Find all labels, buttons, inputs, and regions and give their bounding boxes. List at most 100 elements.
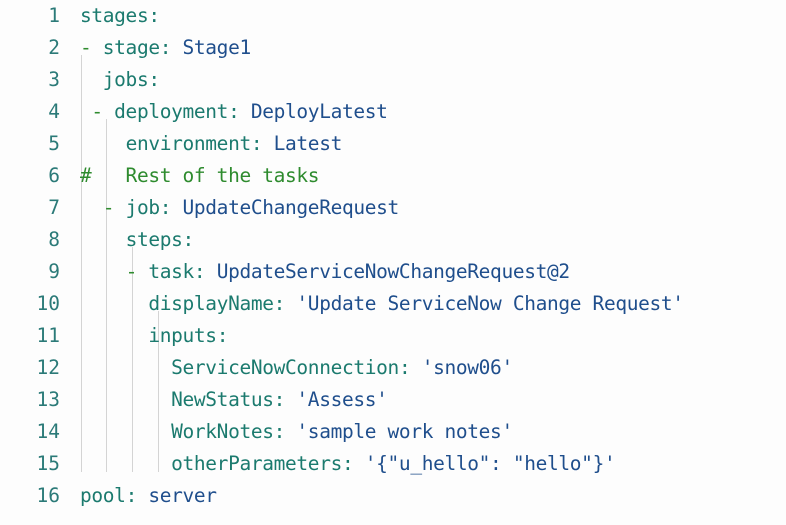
token-dash: - <box>80 36 92 59</box>
token-punct: : <box>273 420 297 443</box>
line-number: 1 <box>48 4 60 27</box>
line-content[interactable]: pool: server <box>80 480 217 512</box>
line-indent <box>80 388 171 411</box>
token-string: '{"u_hello": "hello"}' <box>364 452 616 475</box>
token-key: environment <box>125 132 252 155</box>
token-punct: : <box>228 100 251 123</box>
line-content[interactable]: otherParameters: '{"u_hello": "hello"}' <box>80 448 616 480</box>
line-number: 4 <box>48 100 60 123</box>
token-key: NewStatus <box>171 388 274 411</box>
token-string: 'snow06' <box>421 356 513 379</box>
code-line[interactable]: 8 steps: <box>0 224 786 256</box>
token-punct: : <box>216 324 229 347</box>
token-key: otherParameters <box>171 452 342 475</box>
line-number: 9 <box>48 260 60 283</box>
token-string: 'Update ServiceNow Change Request' <box>296 292 684 315</box>
code-line[interactable]: 5 environment: Latest <box>0 128 786 160</box>
line-number: 13 <box>36 388 60 411</box>
token-key: steps <box>125 228 183 251</box>
line-indent <box>80 228 126 251</box>
token-value: Latest <box>273 132 343 155</box>
line-number: 14 <box>36 420 60 443</box>
line-number: 15 <box>36 452 60 475</box>
token-key: jobs <box>102 68 149 91</box>
token-value: DeployLatest <box>250 100 388 123</box>
token-dash: - <box>91 100 103 123</box>
token-key: pool <box>80 484 126 507</box>
code-line[interactable]: 13 NewStatus: 'Assess' <box>0 384 786 416</box>
token-key: job <box>125 196 161 219</box>
token-punct: : <box>273 292 297 315</box>
line-content[interactable]: NewStatus: 'Assess' <box>80 384 388 416</box>
line-indent <box>80 260 126 283</box>
code-line[interactable]: 3 jobs: <box>0 64 786 96</box>
line-number: 10 <box>36 292 60 315</box>
line-indent <box>80 420 171 443</box>
code-line[interactable]: 4 - deployment: DeployLatest <box>0 96 786 128</box>
token-dash: - <box>102 196 115 219</box>
token-punct: : <box>273 388 297 411</box>
token-plain <box>114 196 125 219</box>
code-line[interactable]: 9 - task: UpdateServiceNowChangeRequest@… <box>0 256 786 288</box>
token-key: displayName <box>148 292 274 315</box>
token-punct: : <box>341 452 365 475</box>
line-content[interactable]: - job: UpdateChangeRequest <box>80 192 400 224</box>
token-punct: : <box>159 196 183 219</box>
token-string: 'Assess' <box>296 388 388 411</box>
line-number: 12 <box>36 356 60 379</box>
line-indent <box>80 356 171 379</box>
line-content[interactable]: stages: <box>80 0 160 32</box>
code-line[interactable]: 15 otherParameters: '{"u_hello": "hello"… <box>0 448 786 480</box>
line-indent <box>80 452 171 475</box>
line-number: 11 <box>36 324 60 347</box>
line-number: 6 <box>48 164 60 187</box>
line-content[interactable]: ServiceNowConnection: 'snow06' <box>80 352 513 384</box>
code-line[interactable]: 10 displayName: 'Update ServiceNow Chang… <box>0 288 786 320</box>
line-indent <box>80 196 103 219</box>
line-content[interactable]: - stage: Stage1 <box>80 32 251 64</box>
line-content[interactable]: environment: Latest <box>80 128 343 160</box>
line-content[interactable]: steps: <box>80 224 195 256</box>
token-punct: : <box>159 36 183 59</box>
code-line[interactable]: 6 # Rest of the tasks <box>0 160 786 192</box>
code-line[interactable]: 7 - job: UpdateChangeRequest <box>0 192 786 224</box>
token-value: UpdateServiceNowChangeRequest@2 <box>216 260 570 283</box>
line-content[interactable]: displayName: 'Update ServiceNow Change R… <box>80 288 684 320</box>
token-key: WorkNotes <box>171 420 274 443</box>
token-key: stages <box>80 4 149 27</box>
token-key: stage <box>102 36 160 59</box>
line-number: 16 <box>36 484 60 507</box>
token-value: UpdateChangeRequest <box>182 196 400 219</box>
token-value: Stage1 <box>182 36 252 59</box>
token-value: server <box>148 484 217 507</box>
line-number: 8 <box>48 228 60 251</box>
code-line[interactable]: 16 pool: server <box>0 480 786 512</box>
token-punct: : <box>148 4 160 27</box>
token-string: 'sample work notes' <box>296 420 513 443</box>
line-content[interactable]: WorkNotes: 'sample work notes' <box>80 416 513 448</box>
code-line[interactable]: 1 stages: <box>0 0 786 32</box>
line-content[interactable]: # Rest of the tasks <box>80 160 320 192</box>
token-punct: : <box>193 260 217 283</box>
token-key: task <box>148 260 194 283</box>
token-key: inputs <box>148 324 217 347</box>
line-indent <box>80 132 126 155</box>
token-key: ServiceNowConnection <box>171 356 399 379</box>
code-line[interactable]: 2- stage: Stage1 <box>0 32 786 64</box>
line-indent <box>80 100 91 123</box>
line-content[interactable]: - deployment: DeployLatest <box>80 96 388 128</box>
token-punct: : <box>182 228 195 251</box>
line-content[interactable]: - task: UpdateServiceNowChangeRequest@2 <box>80 256 571 288</box>
line-content[interactable]: inputs: <box>80 320 228 352</box>
line-content[interactable]: jobs: <box>80 64 160 96</box>
line-number: 7 <box>48 196 60 219</box>
code-line[interactable]: 12 ServiceNowConnection: 'snow06' <box>0 352 786 384</box>
line-number: 3 <box>48 68 60 91</box>
code-line[interactable]: 14 WorkNotes: 'sample work notes' <box>0 416 786 448</box>
code-line[interactable]: 11 inputs: <box>0 320 786 352</box>
token-plain <box>103 100 114 123</box>
token-dash: - <box>125 260 138 283</box>
line-indent <box>80 324 148 347</box>
